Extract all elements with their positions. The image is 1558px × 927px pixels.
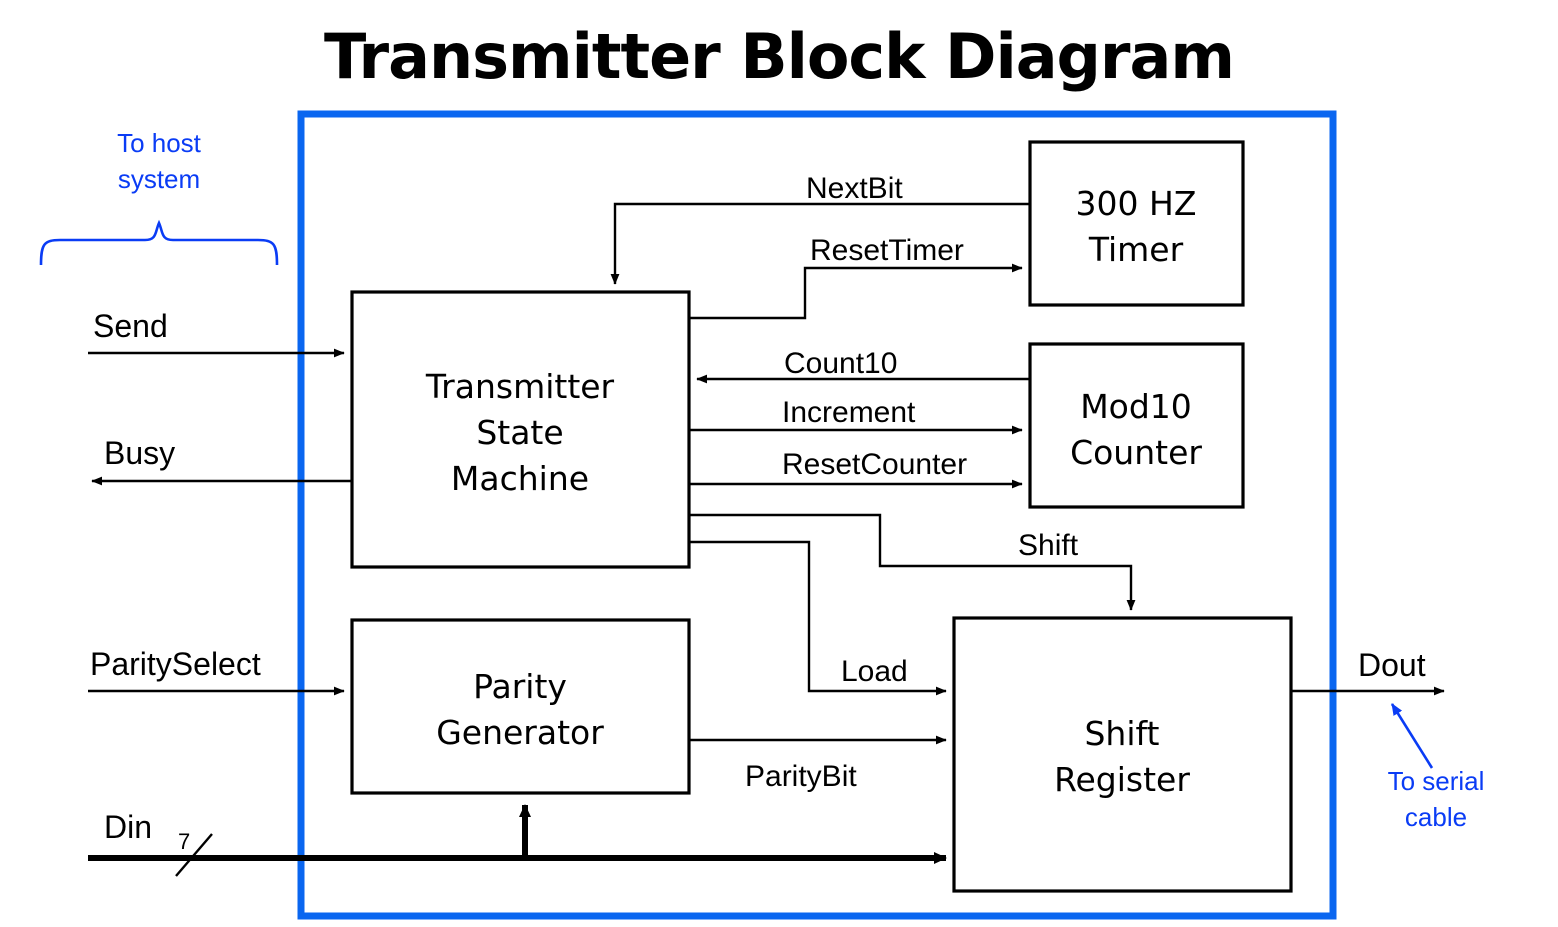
signal-label-resetcounter: ResetCounter <box>782 448 967 481</box>
annotation-to-host-system-line2: system <box>118 164 200 194</box>
port-label-parityselect: ParitySelect <box>90 646 261 682</box>
port-label-din: Din <box>104 809 152 845</box>
block-timer-label-line1: 300 HZ <box>1076 184 1197 223</box>
block-parity-generator-label-line1: Parity <box>473 667 567 706</box>
annotation-to-serial-cable-line2: cable <box>1405 802 1467 832</box>
block-timer[interactable] <box>1028 140 1245 307</box>
wire-shift <box>689 513 1136 611</box>
serial-cable-pointer-arrow <box>1390 703 1434 769</box>
block-parity-generator[interactable] <box>350 618 691 795</box>
signal-label-shift: Shift <box>1018 529 1079 562</box>
block-counter[interactable] <box>1028 342 1245 509</box>
block-counter-label-line1: Mod10 <box>1080 387 1192 426</box>
port-label-send: Send <box>93 308 168 344</box>
signal-label-count10: Count10 <box>784 347 897 380</box>
signal-label-paritybit: ParityBit <box>745 760 857 793</box>
wire-nextbit <box>610 202 1030 285</box>
signal-label-resettimer: ResetTimer <box>810 234 964 267</box>
wire-load <box>689 540 947 696</box>
block-shift-register-label-line1: Shift <box>1084 714 1159 753</box>
system-boundary <box>297 110 1337 920</box>
block-counter-label-line2: Counter <box>1070 433 1202 472</box>
block-state-machine-label-line3: Machine <box>451 459 589 498</box>
port-label-busy: Busy <box>104 435 175 471</box>
annotation-to-serial-cable-line1: To serial <box>1388 766 1485 796</box>
block-parity-generator-label-line2: Generator <box>436 713 604 752</box>
page-title: Transmitter Block Diagram <box>324 20 1234 93</box>
block-state-machine-label-line1: Transmitter <box>425 367 615 406</box>
block-state-machine-label-line2: State <box>476 413 563 452</box>
host-system-brace <box>39 219 279 266</box>
block-state-machine[interactable] <box>350 290 691 569</box>
block-shift-register[interactable] <box>952 616 1293 893</box>
bus-width-din: 7 <box>178 829 190 854</box>
annotation-to-host-system-line1: To host <box>117 128 202 158</box>
wire-resettimer <box>689 263 1023 320</box>
block-timer-label-line2: Timer <box>1088 230 1184 269</box>
port-label-dout: Dout <box>1358 647 1426 683</box>
signal-label-load: Load <box>841 655 908 688</box>
signal-label-increment: Increment <box>782 396 916 429</box>
signal-label-nextbit: NextBit <box>806 172 903 205</box>
block-shift-register-label-line2: Register <box>1054 760 1190 799</box>
